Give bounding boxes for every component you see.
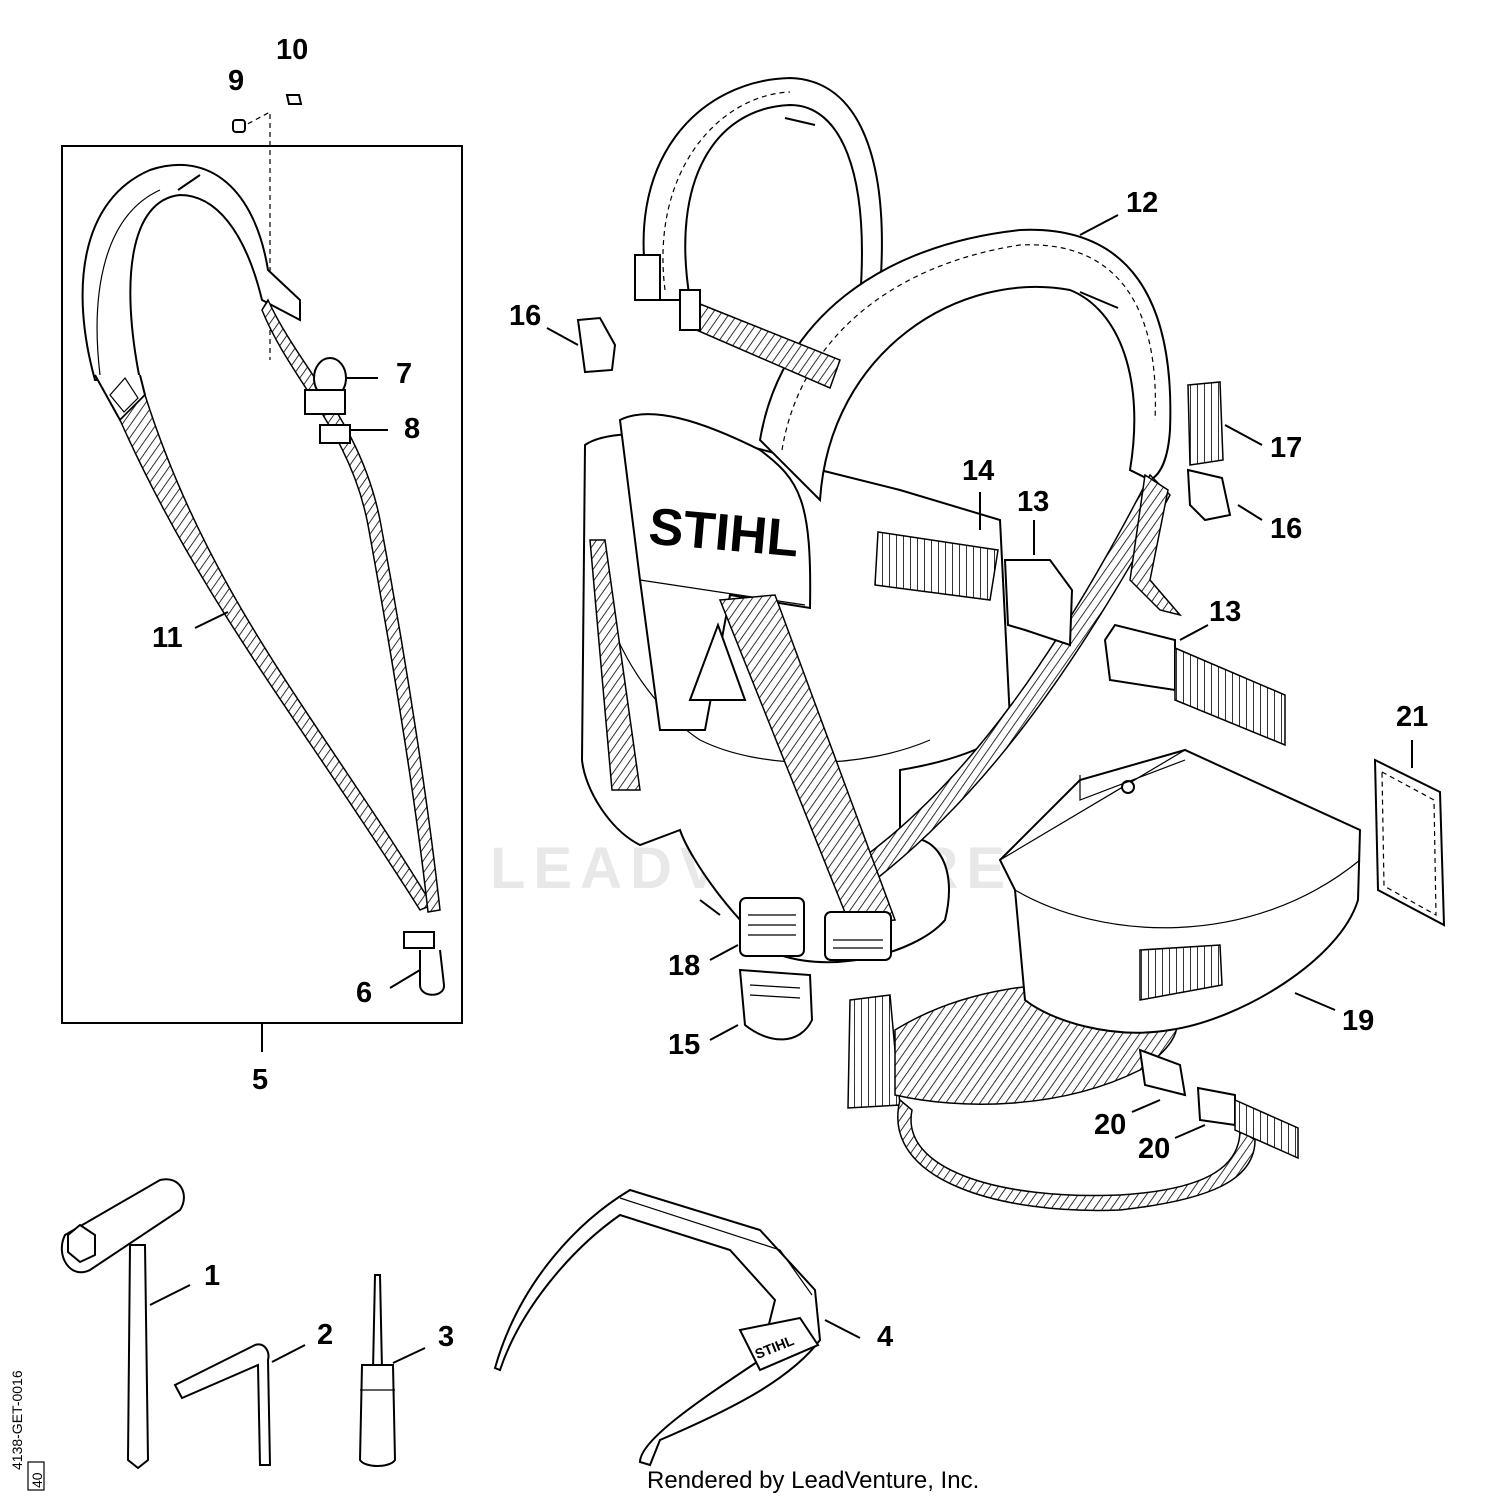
render-credit: Rendered by LeadVenture, Inc.: [647, 1467, 979, 1494]
callout-8: 8: [404, 413, 420, 445]
callout-14: 14: [962, 455, 994, 487]
callout-17: 17: [1270, 432, 1302, 464]
callout-20-right: 20: [1138, 1133, 1170, 1165]
callout-9: 9: [228, 65, 244, 97]
strap-adjuster-run: [261, 298, 441, 913]
callout-7: 7: [396, 358, 412, 390]
document-id: 4138-GET-0016: [9, 1370, 25, 1470]
side-release-buckle: [1103, 623, 1286, 747]
callout-12: 12: [1126, 187, 1158, 219]
strap-end-piece: [1187, 381, 1224, 466]
snap-hook-part: [403, 931, 446, 996]
rear-shoulder-loop: [642, 76, 883, 302]
slide-part: [319, 424, 351, 444]
strap-buckle: [824, 911, 892, 961]
document-id-box: [27, 1461, 45, 1491]
callout-2: 2: [317, 1319, 333, 1351]
harness-assembly: STIHL: [576, 76, 1286, 1041]
stihl-logo: STIHL: [646, 498, 801, 569]
strap-slide-right: [1186, 468, 1232, 522]
callout-16-left: 16: [509, 300, 541, 332]
strap-slide-left: [576, 316, 617, 374]
callout-6: 6: [356, 977, 372, 1009]
screw-part: [232, 119, 246, 133]
callout-labels: 1 2 3 4 5 6 7 8 9 10 11 12 13 13 14 15 1…: [152, 34, 1428, 1353]
document-id-box-text: 40: [29, 1472, 45, 1488]
callout-10: 10: [276, 34, 308, 66]
callout-13-upper: 13: [1017, 486, 1049, 518]
callout-3: 3: [438, 1321, 454, 1353]
buckle-slide-lower: [738, 968, 814, 1041]
callout-16-right: 16: [1270, 513, 1302, 545]
callout-21: 21: [1396, 701, 1428, 733]
buckle-slide-upper: [739, 897, 805, 957]
callout-19: 19: [1342, 1005, 1374, 1037]
label-card: [1373, 758, 1446, 927]
callout-4: 4: [877, 1321, 893, 1353]
leader-lines: [149, 214, 1413, 1364]
shoulder-strap-kit: [61, 94, 463, 1052]
callout-5: 5: [252, 1064, 268, 1096]
waist-belt-assembly: [847, 748, 1446, 1212]
shoulder-pad: [81, 164, 301, 422]
waist-strap-piece: [874, 531, 999, 601]
belt-buckle-male: [1196, 1086, 1236, 1127]
nut-part: [285, 94, 303, 105]
buckle-part: [304, 357, 347, 415]
hex-key: [173, 1343, 272, 1466]
belt-buckle-female: [1138, 1048, 1187, 1097]
callout-20-left: 20: [1094, 1109, 1126, 1141]
tool-pouch: [998, 748, 1362, 1034]
front-shoulder-loop: [758, 228, 1172, 503]
strap-clip: [1003, 559, 1074, 647]
callout-11: 11: [152, 622, 183, 654]
combination-wrench: [60, 1178, 185, 1470]
callout-1: 1: [204, 1260, 220, 1292]
callout-18: 18: [668, 950, 700, 982]
callout-15: 15: [668, 1029, 700, 1061]
safety-glasses: STIHL: [493, 1188, 822, 1467]
screwdriver: [358, 1274, 397, 1467]
callout-13-lower: 13: [1209, 596, 1241, 628]
stihl-back-plate: [618, 413, 812, 731]
